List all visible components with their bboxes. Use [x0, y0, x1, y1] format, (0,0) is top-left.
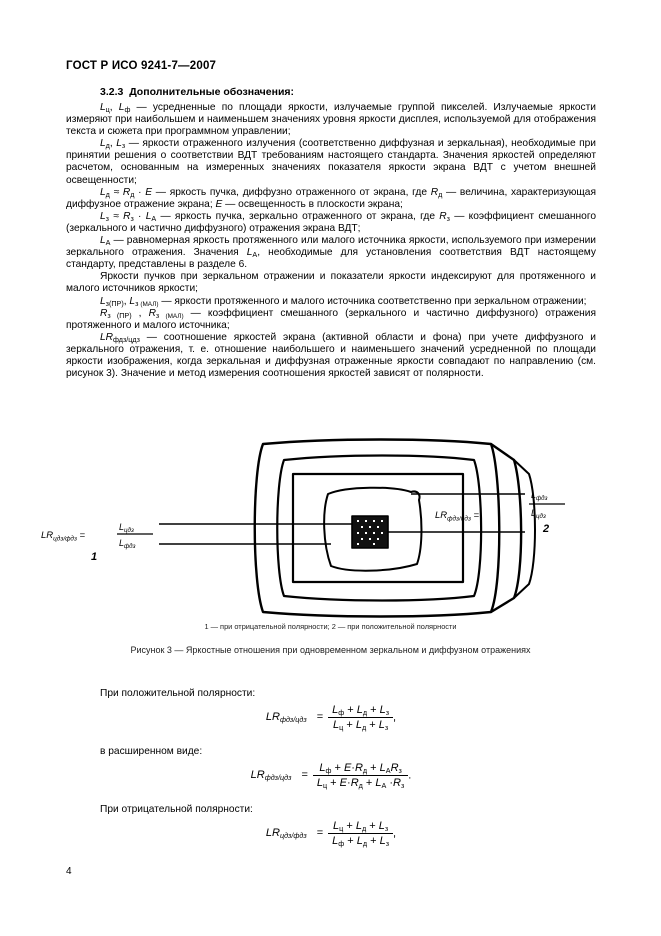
formula-positive-numerator: Lф + Lд + Lз [328, 704, 394, 718]
section-number: 3.2.3 [100, 86, 124, 98]
figure-left-formula: LRцдз/фдз = Lцдз Lфдз 1 [41, 522, 153, 563]
formula-positive-denominator: Lц + Lд + Lз [333, 719, 389, 732]
formula-negative-trailing: , [393, 827, 397, 840]
monitor-bezel [275, 454, 482, 602]
monitor-screen [291, 472, 464, 584]
crt-monitor-diagram: LRцдз/фдз = Lцдз Lфдз 1 LRфдз/цдз = Lфдз [41, 438, 565, 618]
formula-negative-lhs: LRцдз/фдз [265, 827, 307, 841]
paragraph-lz-pr-mal: Lз(ПР), Lз (МАЛ) — яркости протяженного … [100, 295, 587, 308]
monitor-side-edge [512, 459, 536, 599]
formula-expanded-numerator: Lф + E·Rд + LARз [312, 762, 409, 776]
formula-expanded-trailing: . [408, 769, 412, 782]
document-body: 3.2.3 Дополнительные обозначения: Lц, Lф… [66, 86, 596, 380]
paragraph-la: LA — равномерная яркость протяженного ил… [66, 235, 596, 271]
paragraph-rz-pr-mal: Rз (ПР) , Rз (МАЛ) — коэффициент смешанн… [66, 307, 596, 331]
formula-negative-denominator: Lф + Lд + Lз [332, 835, 390, 848]
expanded-form-lead: в расширенном виде: [100, 746, 203, 757]
formula-block-positive: При положительной полярности: LRфдз/цдз=… [66, 688, 596, 731]
negative-polarity-lead: При отрицательной полярности: [100, 804, 253, 815]
left-formula-denominator: Lфдз [119, 538, 136, 550]
paragraph-l-ts-l-f: Lц, Lф — усредненные по площади яркости,… [66, 102, 597, 138]
paragraph-lr-ratio: LRфдз/цдз — соотношение яркостей экрана … [66, 331, 596, 380]
active-patch-texture [356, 520, 383, 545]
page-number: 4 [66, 866, 72, 877]
figure-legend: 1 — при отрицательной полярности; 2 — пр… [204, 622, 457, 631]
formula-positive-lhs: LRфдз/цдз [265, 711, 307, 725]
figure-3: LRцдз/фдз = Lцдз Lфдз 1 LRфдз/цдз = Lфдз [0, 432, 661, 682]
section-title: Дополнительные обозначения: [129, 86, 295, 98]
figure-right-formula: LRфдз/цдз = Lфдз Lцдз 2 [435, 490, 565, 535]
formula-negative-numerator: Lц + Lд + Lз [328, 820, 394, 834]
paragraph-indexing: Яркости пучков при зеркальном отражении … [66, 271, 596, 295]
section-heading: 3.2.3 Дополнительные обозначения: [66, 86, 596, 98]
screen-background-area [322, 486, 422, 572]
formula-block-negative: При отрицательной полярности: LRцдз/фдз=… [66, 804, 596, 847]
formula-positive-trailing: , [393, 711, 397, 724]
left-formula-numerator: Lцдз [119, 522, 134, 534]
left-formula-lhs: LRцдз/фдз = [41, 530, 86, 542]
paragraph-specular-beam: Lз ≈ Rз · LA — яркость пучка, зеркально … [66, 210, 596, 234]
monitor-side-panel [489, 443, 522, 614]
figure-callout-1: 1 [91, 551, 97, 563]
formula-block-expanded: в расширенном виде: LRфдз/цдз=Lф + E·Rд … [66, 746, 596, 789]
formula-expanded-lhs: LRфдз/цдз [250, 769, 292, 783]
page-header: ГОСТ Р ИСО 9241-7—2007 [66, 60, 217, 72]
formula-expanded-denominator: Lц + E·Rд + LA ·Rз [316, 777, 405, 790]
figure-caption: Рисунок 3 — Яркостные отношения при одно… [130, 645, 531, 655]
right-formula-denominator: Lцдз [531, 508, 546, 520]
right-formula-numerator: Lфдз [531, 490, 548, 502]
paragraph-l-d-l-z: Lд, Lз — яркости отраженного излучения (… [66, 138, 596, 186]
figure-callout-2: 2 [542, 523, 549, 535]
right-formula-lhs: LRфдз/цдз = [435, 510, 480, 522]
paragraph-diffuse-beam: Lд ≈ Rд · E — яркость пучка, диффузно от… [66, 186, 596, 210]
positive-polarity-lead: При положительной полярности: [100, 688, 256, 699]
